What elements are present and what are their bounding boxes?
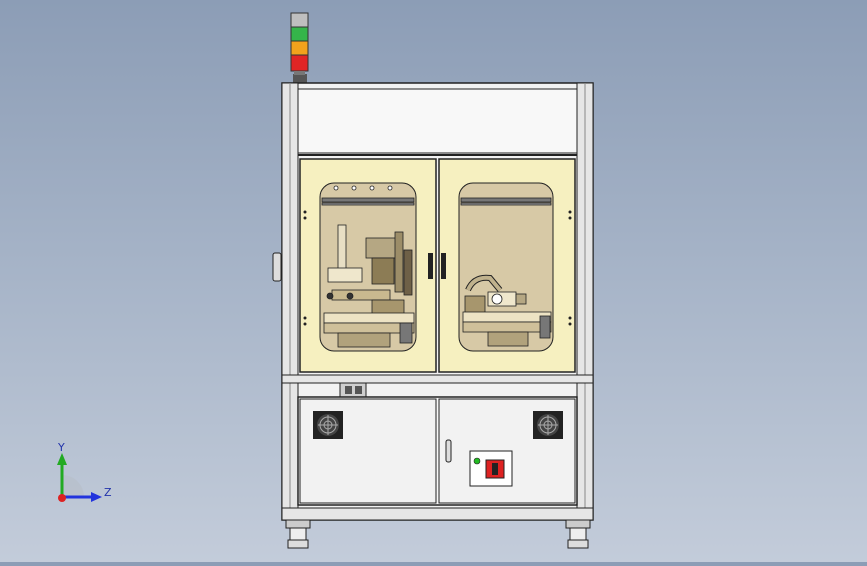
y-axis-label: Y xyxy=(58,441,65,454)
signal-tower xyxy=(290,12,309,83)
control-panel[interactable] xyxy=(469,450,513,487)
caster-wheels xyxy=(285,519,591,549)
interior-right-mechanism xyxy=(460,197,552,347)
power-indicator-icon xyxy=(473,457,481,465)
interior-left-mechanism xyxy=(321,185,415,348)
left-fan xyxy=(313,411,343,439)
axis-triad: Y Z xyxy=(40,435,120,515)
x-axis-dot xyxy=(58,494,66,502)
connector-box xyxy=(339,382,367,398)
right-fan xyxy=(533,411,563,439)
upper-doors[interactable] xyxy=(299,158,576,373)
z-axis-label: Z xyxy=(104,486,112,499)
